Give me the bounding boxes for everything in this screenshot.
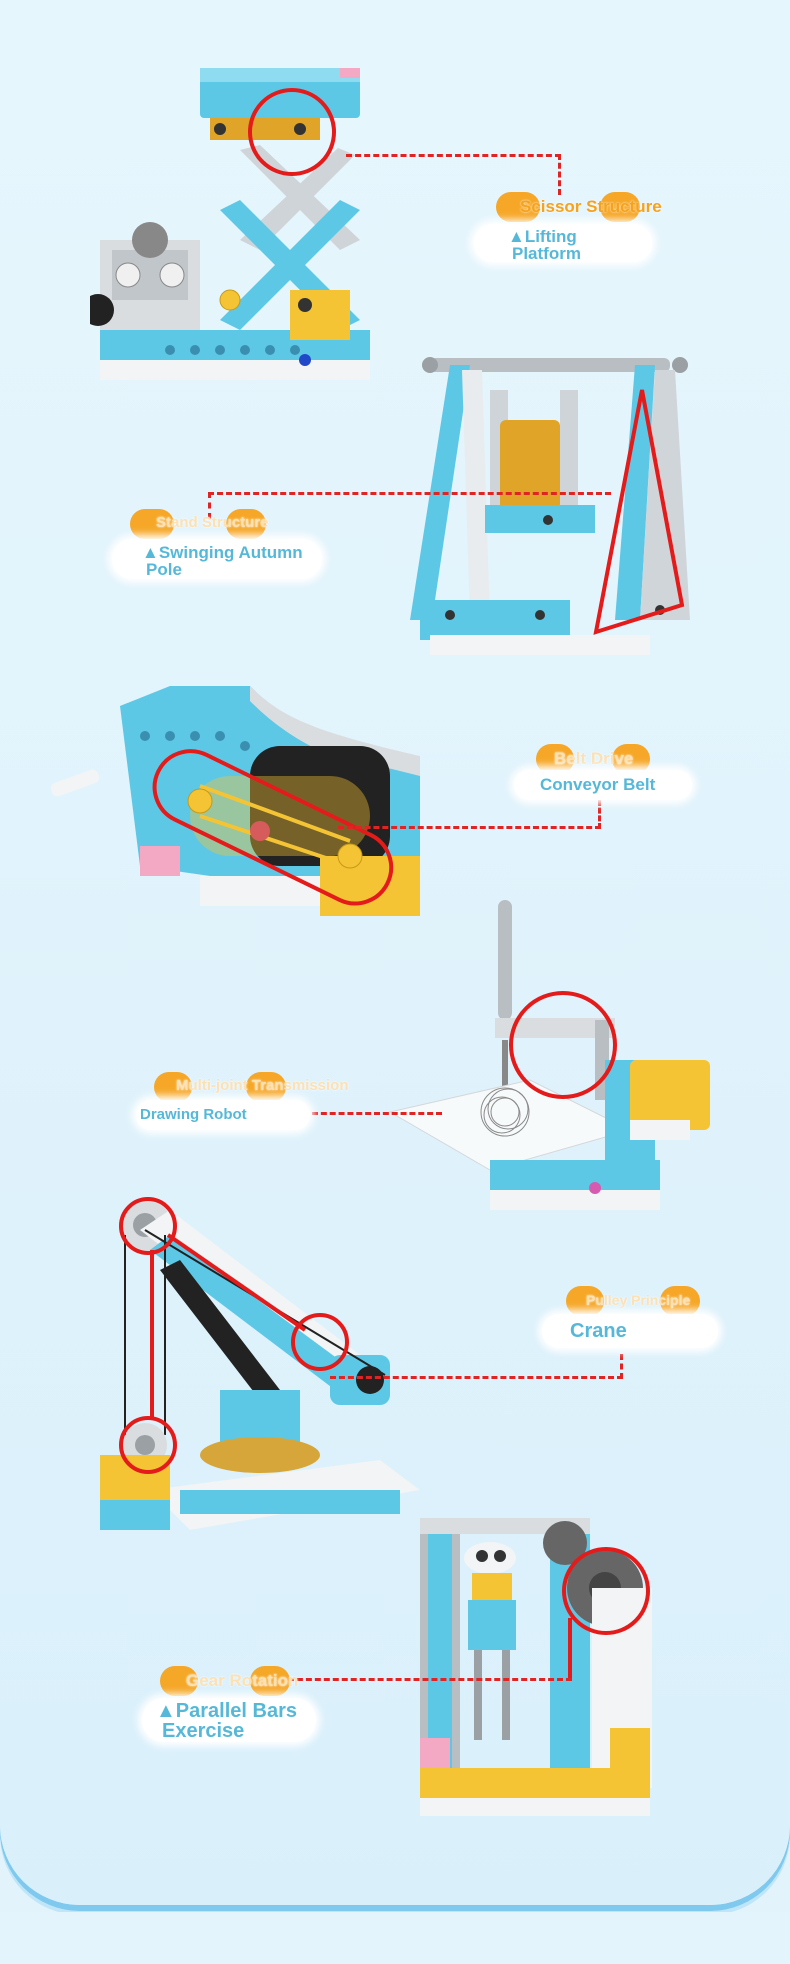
label-block-1: Scissor Structure ▲Lifting Platform [472,188,712,268]
guide-line-5 [330,1354,623,1379]
lifting-platform-model [90,60,380,420]
section-subtitle-line-1: Crane [570,1320,627,1342]
section-subtitle-line-2: Pole [146,560,182,579]
crane-model [80,1190,440,1570]
title-pill-right [660,1286,700,1316]
title-pill-left [154,1072,192,1102]
subtitle-cloud [112,539,322,579]
guide-line-2 [208,492,611,519]
label-block-5: Pulley Principle Crane [538,1282,738,1352]
title-pill-left [496,192,540,222]
title-pill-right [226,509,266,539]
title-pill-left [566,1286,604,1316]
guide-line-3 [338,800,601,829]
title-pill-right [612,744,650,774]
section-subtitle-line-1: ▲Parallel Bars [156,1700,297,1722]
section-title: Gear Rotation [186,1671,299,1690]
section-title: Scissor Structure [520,197,662,216]
label-block-4: Multi-joint Transmission Drawing Robot [134,1068,414,1138]
section-title: Belt Drive [554,749,634,768]
bottom-strip [0,1912,790,1964]
section-subtitle-line-2: Exercise [162,1720,245,1742]
title-pill-right [250,1666,290,1696]
label-block-2: Stand Structure ▲Swinging Autumn Pole [110,505,370,585]
title-pill-left [130,509,174,539]
label-block-3: Belt Drive Conveyor Belt [510,742,710,812]
title-pill-left [536,744,574,774]
conveyor-belt-model [50,676,430,956]
guide-line-4 [312,1112,442,1115]
section-title: Pulley Principle [586,1292,691,1308]
subtitle-cloud [514,770,692,800]
subtitle-cloud [136,1100,310,1130]
subtitle-cloud [142,1698,316,1742]
title-pill-right [246,1072,286,1102]
subtitle-cloud [474,224,652,262]
section-subtitle-line-1: ▲Swinging Autumn [142,543,303,562]
section-subtitle-line-1: Conveyor Belt [540,775,656,794]
section-title: Stand Structure [156,514,269,531]
parallel-bars-model [410,1508,670,1828]
section-subtitle-line-1: Drawing Robot [140,1106,247,1123]
section-subtitle-line-2: Platform [512,244,581,263]
title-pill-right [600,192,640,222]
title-pill-left [160,1666,198,1696]
subtitle-cloud [542,1314,718,1348]
section-subtitle-line-1: ▲Lifting [508,227,577,246]
label-block-6: Gear Rotation ▲Parallel Bars Exercise [140,1662,400,1752]
section-title: Multi-joint Transmission [176,1077,349,1094]
guide-line-1 [346,154,561,195]
drawing-robot-model [380,890,720,1230]
guide-line-6 [270,1678,572,1681]
